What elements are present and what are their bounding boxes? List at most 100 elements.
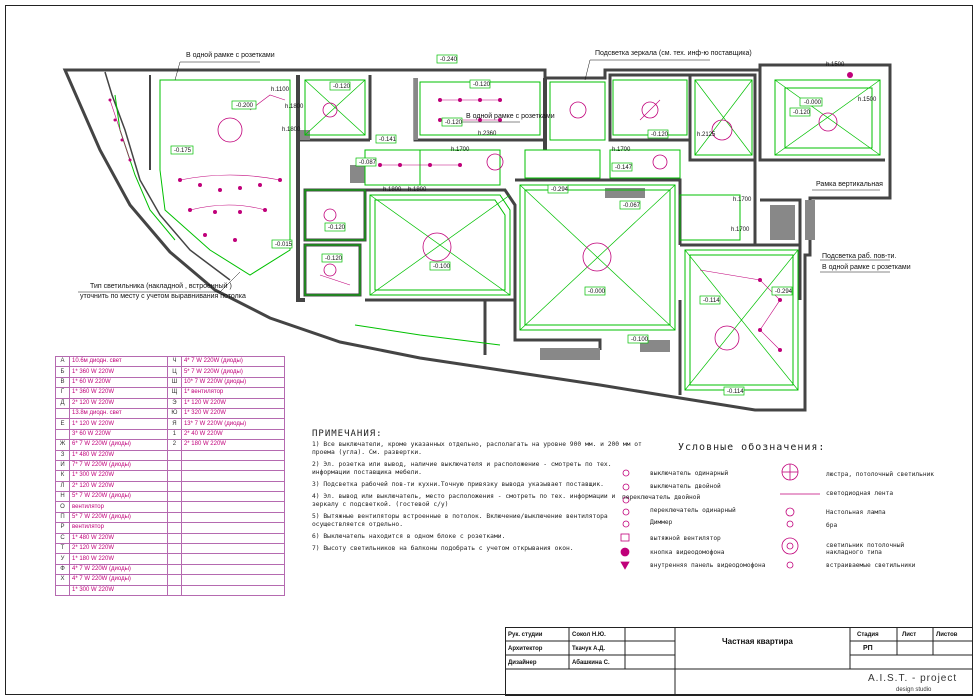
legend-value: 3* 60 W 220W — [69, 428, 168, 441]
legend-value — [180, 480, 286, 493]
legend-value: 2* 120 W 220W — [69, 480, 168, 493]
title-block-frame — [505, 627, 973, 696]
symbol-label: кнопка видеодомофона — [650, 549, 725, 556]
legend-value: 1* 60 W 220W — [69, 376, 168, 389]
intercom-button-icon — [620, 547, 630, 557]
legend-key: У — [55, 553, 70, 565]
legend-key — [166, 532, 182, 545]
legend-key: Э — [166, 397, 182, 409]
level-tag: -0.175 — [174, 148, 192, 154]
level-tag: -0.294 — [775, 289, 793, 295]
legend-key — [166, 480, 182, 493]
level-tag: -0.200 — [236, 103, 254, 109]
note-item: 5) Вытяжные вентиляторы встроенные в пот… — [312, 513, 608, 528]
legend-key: Д — [55, 397, 70, 409]
legend-value: 1* 120 W 220W — [69, 418, 168, 430]
legend-value: вентилятор — [69, 501, 168, 513]
level-tag: -0.120 — [333, 84, 351, 90]
symbol-label: светодиодная лента — [826, 490, 894, 497]
symbol-icons — [620, 463, 820, 570]
symbol-label: светильник потолочный накладного типа — [826, 542, 905, 556]
table-lamp-icon — [785, 507, 795, 517]
wall-lamp-icon — [786, 520, 794, 528]
legend-key: П — [55, 511, 70, 524]
level-tag: -0.000 — [804, 100, 822, 106]
title-person: Абашкина С. — [572, 660, 610, 666]
legend-value — [180, 532, 286, 545]
plan-wall-hatch — [300, 78, 815, 360]
legend-value — [180, 522, 286, 534]
legend-key — [55, 428, 70, 441]
symbol-label: переключатель двойной — [622, 494, 701, 501]
legend-key: Е — [55, 418, 70, 430]
height-tag: h.1500 — [826, 62, 845, 68]
note-item: 7) Высоту светильников на балконы подобр… — [312, 545, 574, 552]
symbol-label: выключатель одинарный — [650, 470, 729, 477]
height-tag: h.1700 — [731, 227, 750, 233]
legend-key: Я — [166, 418, 182, 430]
legend-value — [180, 491, 286, 503]
legend-key — [166, 543, 182, 555]
level-tag: -0.294 — [551, 187, 569, 193]
legend-value: вентилятор — [69, 522, 168, 534]
intercom-panel-icon — [620, 561, 630, 570]
legend-value: 4* 7 W 220W (диоды) — [180, 355, 286, 368]
legend-value: 2* 180 W 220W — [180, 439, 286, 451]
height-tag: h.2360 — [478, 131, 497, 137]
callout-mirror-light: Подсветка зеркала (см. тех. инф-ю постав… — [595, 50, 752, 57]
title-role: Дизайнер — [508, 660, 537, 666]
level-tag: -0.120 — [445, 120, 463, 126]
legend-row: 1* 300 W 220W — [55, 584, 286, 597]
legend-value — [180, 584, 286, 597]
level-tag: -0.067 — [623, 203, 641, 209]
legend-key: Ч — [166, 355, 182, 368]
title-person: Ткачук А.Д. — [572, 646, 606, 652]
symbol-label: Настольная лампа — [826, 509, 886, 516]
legend-key: Б — [55, 366, 70, 378]
toggle-double-icon — [622, 496, 630, 504]
callout-frame-vertical: Рамка вертикальная — [816, 181, 883, 188]
legend-value — [180, 574, 286, 586]
legend-key — [166, 574, 182, 586]
legend-value: 1* 180 W 220W — [69, 553, 168, 565]
project-title: Частная квартира — [722, 637, 793, 646]
legend-key: Г — [55, 387, 70, 399]
legend-value: 4* 7 W 220W (диоды) — [69, 563, 168, 576]
callout-sockets-frame-top: В одной рамке с розетками — [186, 52, 275, 59]
legend-value — [180, 459, 286, 472]
level-tag: -0.147 — [615, 165, 633, 171]
level-tag: -0.100 — [433, 264, 451, 270]
legend-value: 5* 7 W 220W (диоды) — [180, 366, 286, 378]
legend-key: Т — [55, 543, 70, 555]
callout-fixture-type: Тип светильника (накладной , встроенный … — [90, 283, 232, 290]
legend-key — [166, 449, 182, 461]
legend-value: 1* 480 W 220W — [69, 532, 168, 545]
legend-key: Ц — [166, 366, 182, 378]
legend-value — [180, 501, 286, 513]
legend-key — [166, 563, 182, 576]
height-tag: h.1700 — [733, 197, 752, 203]
legend-value — [180, 543, 286, 555]
legend-value: 1* 300 W 220W — [69, 470, 168, 482]
legend-key: Л — [55, 480, 70, 493]
callout-work-surface: Подсветка раб. пов-ти. — [822, 253, 897, 260]
legend-key: И — [55, 459, 70, 472]
legend-key — [166, 584, 182, 597]
title-role: Рук. студии — [508, 632, 543, 638]
symbol-label: выключатель двойной — [650, 483, 721, 490]
